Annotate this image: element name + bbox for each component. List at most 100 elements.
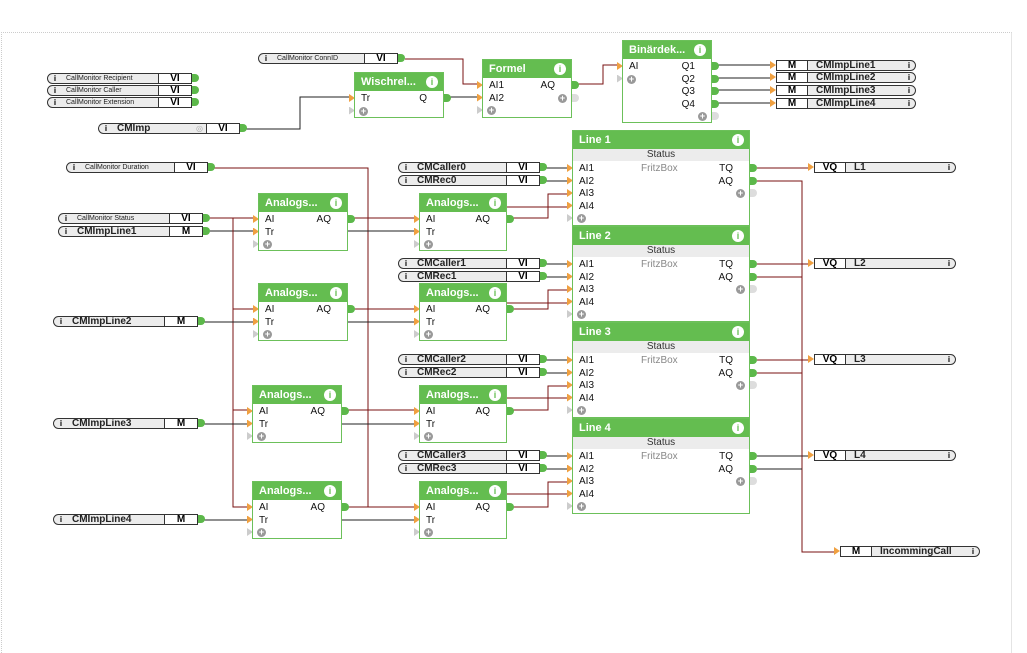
info-icon[interactable]: i [404, 451, 408, 460]
output-pin[interactable] [750, 176, 757, 185]
output-pin[interactable] [192, 86, 199, 94]
info-icon[interactable]: i [404, 259, 408, 268]
add-input-pin[interactable] [414, 240, 420, 248]
input-pin[interactable] [567, 393, 573, 402]
output-pin[interactable] [750, 368, 757, 377]
output-pin[interactable] [712, 62, 719, 70]
info-icon[interactable]: i [72, 163, 76, 172]
info-icon[interactable]: i [404, 176, 408, 185]
input-pin[interactable] [567, 285, 573, 293]
output-pin[interactable] [540, 464, 547, 472]
add-input-icon[interactable]: + [424, 239, 433, 249]
info-icon[interactable]: i [324, 485, 336, 497]
output-pin[interactable] [507, 407, 514, 415]
info-icon[interactable]: i [426, 76, 438, 88]
input-pin[interactable] [567, 381, 573, 389]
info-icon[interactable]: i [732, 326, 744, 338]
input-pin[interactable] [770, 73, 776, 81]
add-output-pin[interactable] [712, 112, 719, 120]
add-input-icon[interactable]: + [424, 329, 433, 339]
input-pin[interactable] [253, 227, 259, 236]
output-pin[interactable] [198, 515, 205, 523]
input-pin[interactable] [567, 452, 573, 460]
add-input-pin[interactable] [477, 106, 483, 114]
info-icon[interactable]: i [404, 163, 408, 172]
info-icon[interactable]: i [907, 99, 911, 108]
add-input-pin[interactable] [253, 240, 259, 248]
add-input-icon[interactable]: + [577, 213, 586, 223]
input-pin[interactable] [808, 163, 814, 171]
info-icon[interactable]: i [324, 389, 336, 401]
output-pin[interactable] [750, 164, 757, 172]
output-pin[interactable] [750, 452, 757, 460]
input-pin[interactable] [567, 164, 573, 172]
output-pin[interactable] [750, 272, 757, 281]
info-icon[interactable]: i [489, 287, 501, 299]
add-output-icon[interactable]: + [736, 380, 745, 390]
input-pin[interactable] [414, 515, 420, 524]
input-pin[interactable] [414, 407, 420, 415]
input-pin[interactable] [253, 305, 259, 313]
add-input-icon[interactable]: + [487, 105, 496, 115]
add-output-pin[interactable] [750, 189, 757, 197]
output-pin[interactable] [192, 98, 199, 106]
info-icon[interactable]: i [489, 389, 501, 401]
input-pin[interactable] [477, 93, 483, 102]
input-pin[interactable] [247, 503, 253, 511]
info-icon[interactable]: i [907, 73, 911, 82]
output-pin[interactable] [348, 215, 355, 223]
info-icon[interactable]: i [53, 74, 57, 83]
input-pin[interactable] [770, 61, 776, 69]
add-input-pin[interactable] [253, 330, 259, 338]
add-input-pin[interactable] [247, 528, 253, 536]
add-input-pin[interactable] [414, 528, 420, 536]
output-pin[interactable] [192, 74, 199, 82]
info-icon[interactable]: i [404, 272, 408, 281]
info-icon[interactable]: i [489, 197, 501, 209]
input-pin[interactable] [247, 407, 253, 415]
info-icon[interactable]: i [59, 317, 63, 326]
output-pin[interactable] [712, 99, 719, 108]
info-icon[interactable]: i [264, 54, 268, 63]
info-icon[interactable]: i [732, 230, 744, 242]
input-pin[interactable] [253, 215, 259, 223]
add-input-icon[interactable]: + [257, 527, 266, 537]
output-pin[interactable] [540, 355, 547, 363]
add-input-icon[interactable]: + [263, 239, 272, 249]
input-pin[interactable] [567, 464, 573, 473]
info-icon[interactable]: i [947, 163, 951, 172]
input-pin[interactable] [414, 503, 420, 511]
add-input-icon[interactable]: + [263, 329, 272, 339]
input-pin[interactable] [253, 317, 259, 326]
output-pin[interactable] [198, 317, 205, 325]
input-pin[interactable] [808, 451, 814, 459]
add-input-icon[interactable]: + [424, 527, 433, 537]
output-pin[interactable] [203, 214, 210, 222]
info-icon[interactable]: i [330, 287, 342, 299]
input-pin[interactable] [567, 272, 573, 281]
